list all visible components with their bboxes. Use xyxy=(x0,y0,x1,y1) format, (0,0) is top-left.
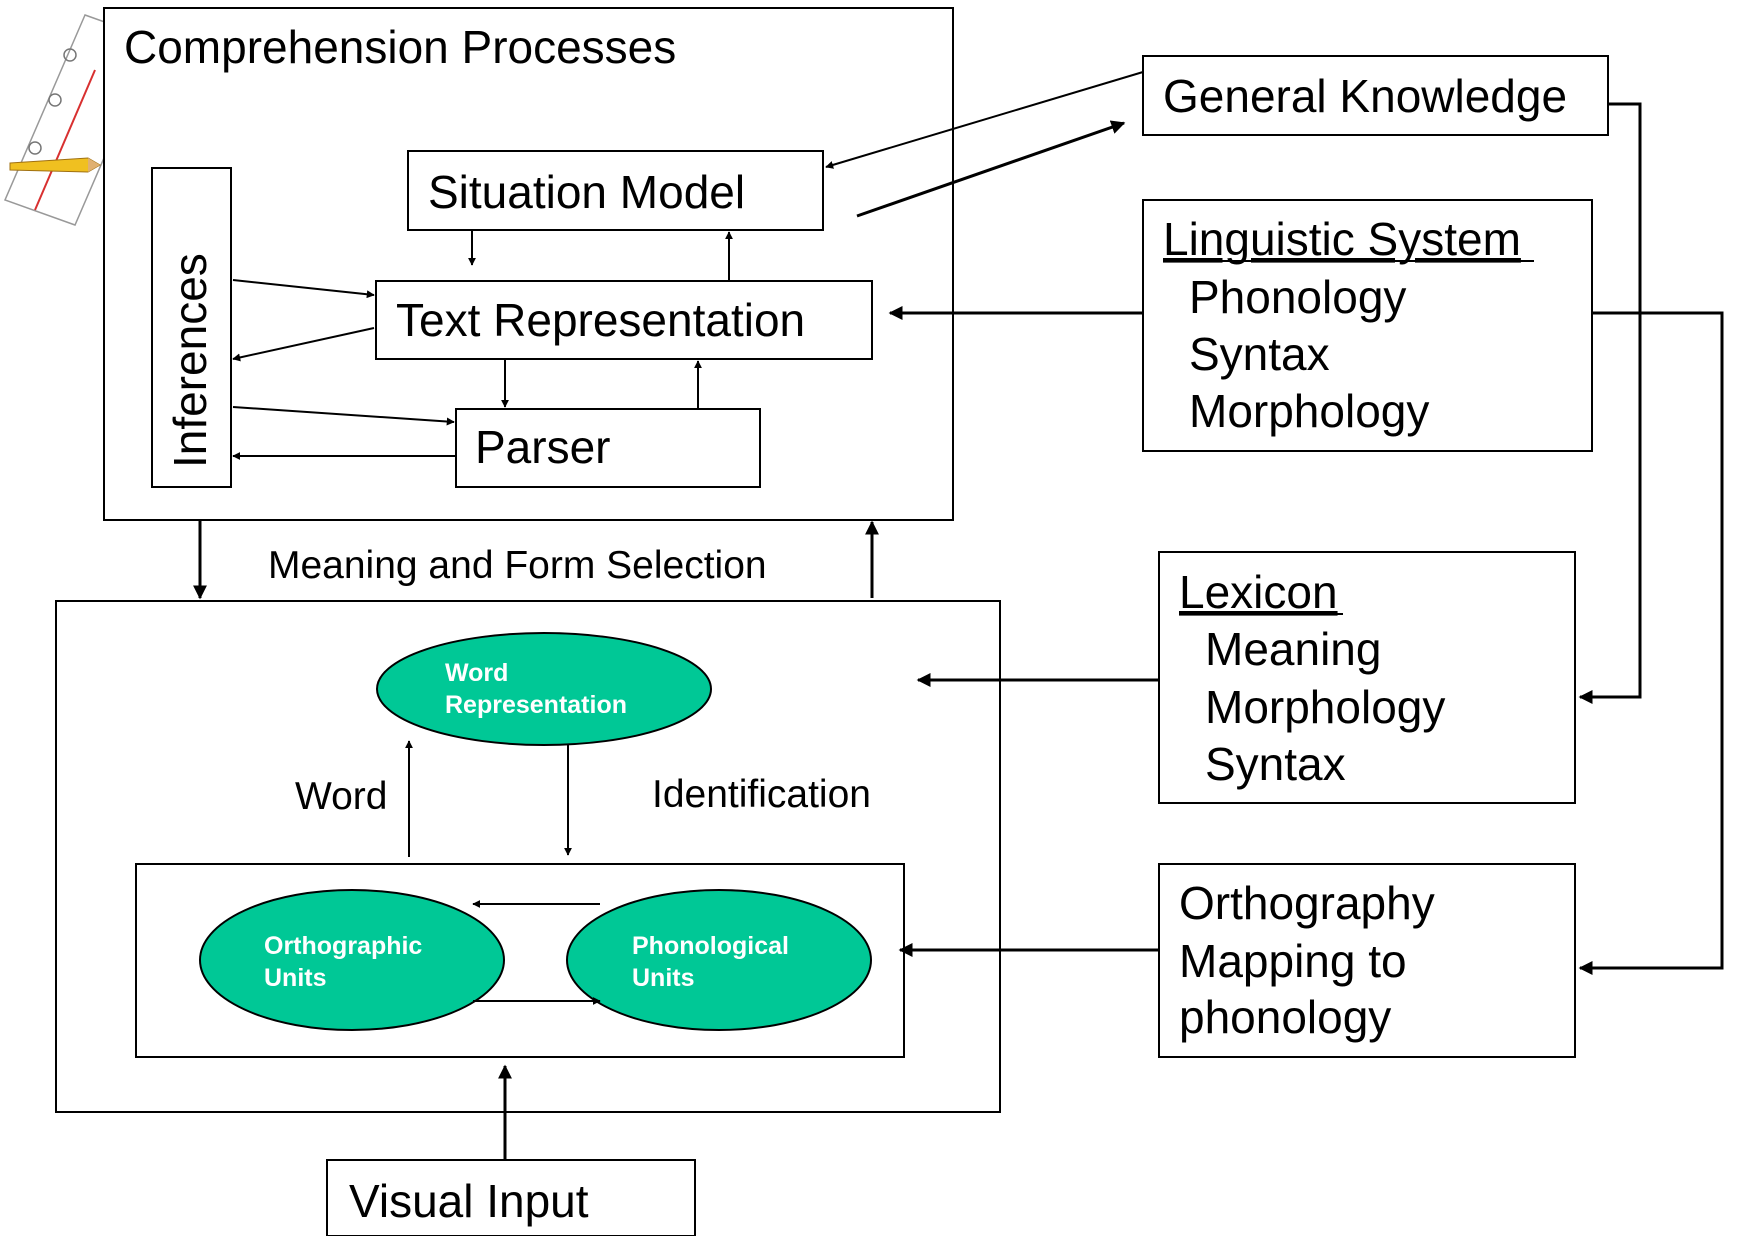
parser-box xyxy=(455,408,761,488)
text-representation-box xyxy=(375,280,873,360)
word-representation-ellipse xyxy=(376,632,712,746)
comprehension-title: Comprehension Processes xyxy=(124,21,676,73)
linguistic-item-2: Syntax xyxy=(1189,328,1330,380)
label-word: Word xyxy=(295,775,387,818)
inferences-box xyxy=(151,167,232,488)
situation-model-box xyxy=(407,150,824,231)
parser-label: Parser xyxy=(475,421,610,473)
inferences-label: Inferences xyxy=(164,253,216,468)
lexicon-title: Lexicon xyxy=(1179,566,1338,618)
phonological-units-label: Phonological xyxy=(632,932,789,960)
connector-knowledge-to-lexicon xyxy=(1578,102,1642,704)
word-representation-label: Word xyxy=(445,659,508,687)
linguistic-item-1: Phonology xyxy=(1189,271,1406,323)
text-representation-label: Text Representation xyxy=(396,294,805,346)
phonological-units-label-2: Units xyxy=(632,964,695,992)
lexicon-item-3: Syntax xyxy=(1205,738,1346,790)
orthographic-units-label-2: Units xyxy=(264,964,327,992)
orthographic-units-ellipse xyxy=(199,889,505,1031)
pencil-icon xyxy=(9,157,101,173)
arrow-situation-to-knowledge xyxy=(856,120,1126,218)
orthography-line-3: phonology xyxy=(1179,991,1391,1043)
arrow-text-to-inferences xyxy=(232,327,375,362)
situation-model-label: Situation Model xyxy=(428,166,745,218)
linguistic-item-3: Morphology xyxy=(1189,385,1429,437)
general-knowledge-label: General Knowledge xyxy=(1163,70,1567,122)
linguistic-system-box xyxy=(1142,199,1593,452)
visual-input-label: Visual Input xyxy=(349,1175,589,1227)
lexicon-box xyxy=(1158,551,1576,804)
visual-input-box xyxy=(326,1159,696,1236)
orthographic-units-label: Orthographic xyxy=(264,932,422,960)
linguistic-system-title: Linguistic System xyxy=(1163,213,1521,265)
lexicon-item-2: Morphology xyxy=(1205,681,1445,733)
selection-label: Meaning and Form Selection xyxy=(268,544,767,587)
lexicon-item-1: Meaning xyxy=(1205,623,1381,675)
word-representation-label-2: Representation xyxy=(445,691,627,719)
label-identification: Identification xyxy=(652,773,871,816)
arrow-knowledge-to-situation xyxy=(825,71,1144,169)
connector-linguistic-to-orthography xyxy=(1578,311,1724,975)
arrow-inferences-to-text xyxy=(232,279,375,299)
orthography-box xyxy=(1158,863,1576,1058)
general-knowledge-box xyxy=(1142,55,1609,136)
orthography-line-1: Orthography xyxy=(1179,877,1435,929)
orthography-line-2: Mapping to xyxy=(1179,935,1407,987)
arrow-inferences-to-parser xyxy=(232,406,455,426)
phonological-units-ellipse xyxy=(566,889,872,1031)
